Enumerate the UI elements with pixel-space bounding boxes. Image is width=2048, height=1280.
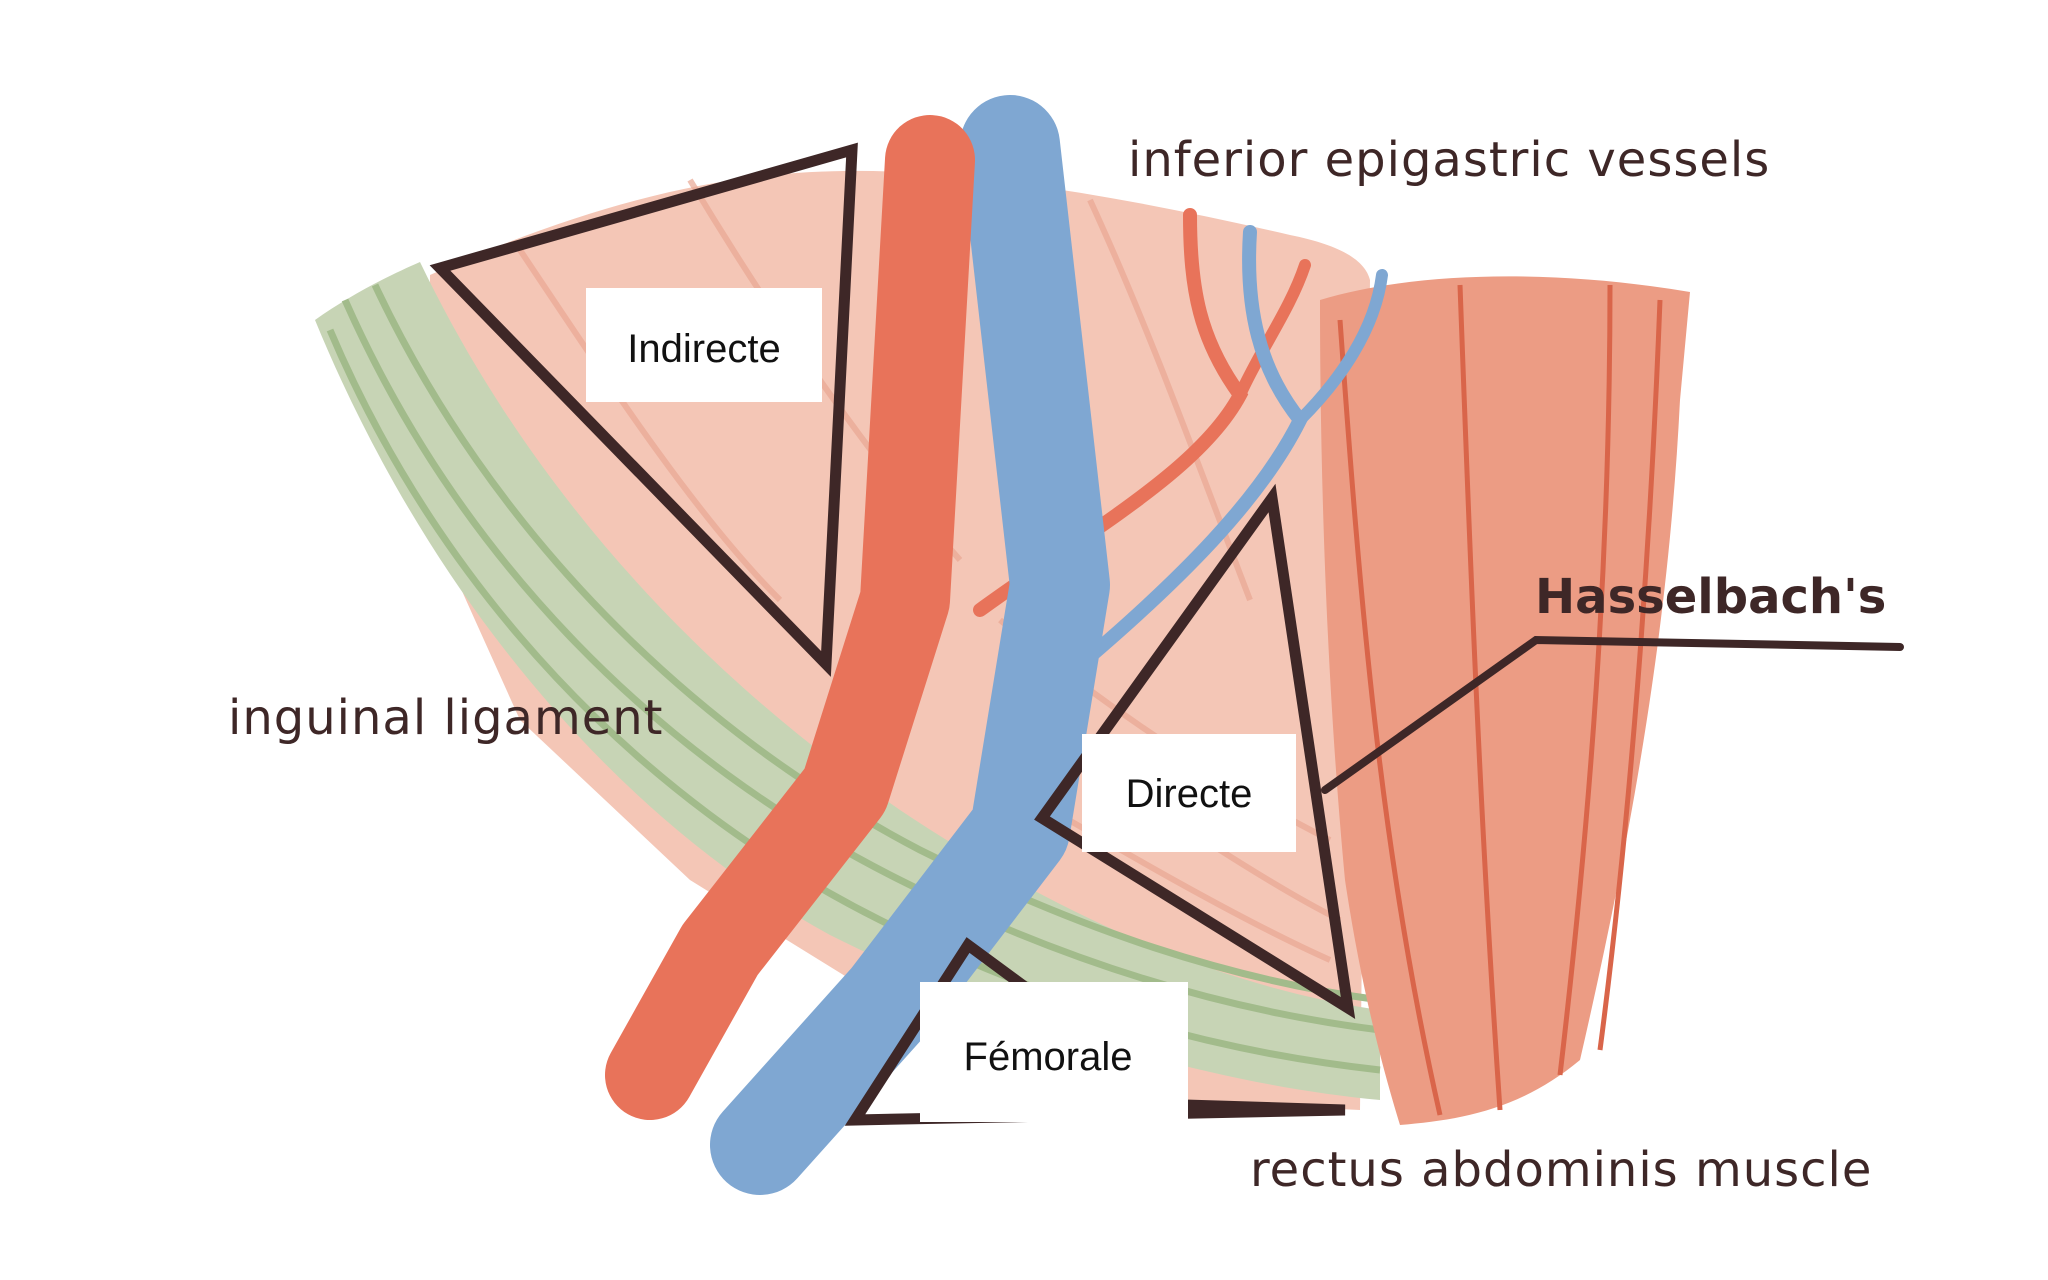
femoral-label-box: Fémorale (920, 982, 1188, 1122)
inguinal-ligament-band (315, 262, 1380, 1100)
indirect-label: Indirecte (627, 327, 780, 371)
rectus-abdominis-muscle-label: rectus abdominis muscle (1250, 1142, 1872, 1198)
direct-hernia-triangle (1034, 483, 1356, 1019)
epigastric-vein-branch (1073, 225, 1309, 672)
indirect-hernia-triangle (429, 142, 858, 677)
epigastric-artery-twig (1234, 259, 1311, 401)
direct-label: Directe (1126, 772, 1253, 816)
femoral-label: Fémorale (964, 1035, 1133, 1079)
inguinal-ligament-label: inguinal ligament (228, 690, 664, 746)
femoral-vein (710, 95, 1110, 1195)
femoral-artery (605, 115, 975, 1120)
rectus-abdominis-muscle-shape (1320, 276, 1690, 1125)
inferior-epigastric-vessels-label: inferior epigastric vessels (1128, 132, 1770, 188)
rectus-muscle-fibers (1337, 284, 1663, 1116)
inferior-epigastric-vessels (973, 208, 1388, 672)
direct-label-box: Directe (1082, 734, 1296, 852)
hasselbach-label: Hasselbach's (1535, 569, 1886, 625)
indirect-label-box: Indirecte (586, 288, 822, 402)
hasselbach-pointer-line (1321, 635, 1904, 794)
epigastric-vein-twig (1294, 269, 1388, 426)
